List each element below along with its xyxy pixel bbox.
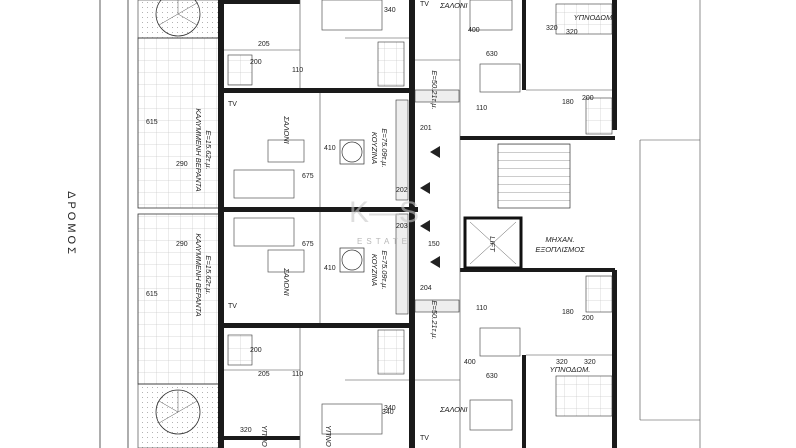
dim-right-bottom-110: 110 — [476, 305, 487, 312]
dim-bottom-675: 675 — [302, 241, 314, 248]
veranda-area-bottom: E=15.62τ.μ. — [204, 255, 213, 294]
tv-right-top: TV — [420, 1, 429, 8]
watermark-brand: K—S — [349, 196, 419, 229]
mech-label-1: ΜΗΧΑΝ. — [545, 235, 574, 244]
living-right-top: ΣΑΛΟΝΙ — [439, 1, 467, 10]
dim-top-675: 675 — [302, 173, 314, 180]
mech-label-2: ΕΞΟΠΛΙΣΜΟΣ — [535, 245, 585, 254]
dim-right-top-180: 180 — [562, 99, 574, 106]
living-label-top: ΣΑΛΟΝΙ — [282, 115, 291, 143]
spiral-stair-top — [155, 0, 201, 37]
dim-right-top-400: 400 — [468, 27, 480, 34]
watermark-sub: ESTATE — [357, 237, 411, 246]
veranda-dim-bottom-a: 290 — [176, 241, 188, 248]
furniture — [233, 0, 521, 435]
tv-right-bottom: TV — [420, 435, 429, 442]
dim-top-200: 200 — [250, 59, 262, 66]
veranda-name-top: ΚΑΛΥΜΜΕΝΗ ΒΕΡΑΝΤΑ — [194, 108, 203, 191]
living-label-bottom: ΣΑΛΟΝΙ — [282, 267, 291, 295]
area-label-top: E=75.09τ.μ. — [380, 128, 389, 167]
kitchen-counters — [395, 89, 460, 315]
dim-right-bottom-200: 200 — [582, 315, 594, 322]
dim-top-202: 202 — [396, 187, 408, 194]
bottom-room-2: ΥΠΝΟ — [324, 425, 333, 447]
veranda-area-top: E=15.62τ.μ. — [204, 130, 213, 169]
dim-bottom-340: 340 — [384, 405, 396, 412]
veranda-dim-bottom-b: 615 — [146, 291, 158, 298]
dim-bottom-200: 200 — [250, 347, 262, 354]
dim-bottom-110: 110 — [292, 371, 303, 378]
veranda-bottom — [137, 213, 223, 448]
corridor-dim: 150 — [428, 241, 440, 248]
spiral-steps — [158, 0, 198, 424]
interior-lines — [224, 0, 701, 448]
dim-top-110: 110 — [292, 67, 303, 74]
dim-top-340: 340 — [384, 7, 396, 14]
dim-right-bottom-320a: 320 — [556, 359, 568, 366]
dim-right-top-200: 200 — [582, 95, 594, 102]
area-label-bottom: E=75.09τ.μ. — [380, 250, 389, 289]
dim-bottom-204: 204 — [420, 285, 432, 292]
dim-top-201: 201 — [420, 125, 432, 132]
dim-bottom-205: 205 — [258, 371, 270, 378]
area-right-bottom: E=50.21τ.μ. — [430, 300, 439, 339]
veranda-top — [137, 0, 223, 209]
bathroom-tiles — [227, 3, 613, 417]
veranda-dim-top-b: 290 — [176, 161, 188, 168]
dim-right-top-320b: 320 — [566, 29, 578, 36]
dim-top-410: 410 — [324, 145, 336, 152]
street-label: ΔΡΟΜΟΣ — [65, 191, 77, 257]
dim-top-205: 205 — [258, 41, 270, 48]
tv-label-bottom: TV — [228, 303, 237, 310]
dim-right-bottom-630: 630 — [486, 373, 498, 380]
kitchen-label-top: ΚΟΥΖΙΝΑ — [370, 132, 379, 164]
lift-label: LIFT — [488, 236, 497, 253]
kitchen-label-bottom: ΚΟΥΖΙΝΑ — [370, 254, 379, 286]
tv-label-top: TV — [228, 101, 237, 108]
dim-right-bottom-320b: 320 — [584, 359, 596, 366]
dining-tables — [339, 139, 365, 273]
dim-right-bottom-180: 180 — [562, 309, 574, 316]
area-right-top: E=50.21τ.μ. — [430, 70, 439, 109]
bottom-room-1: ΥΠΝΟ — [260, 425, 269, 447]
entry-arrows — [420, 146, 440, 268]
dim-right-bottom-400: 400 — [464, 359, 476, 366]
dim-right-top-320a: 320 — [546, 25, 558, 32]
bottom-dim-340: 340 — [382, 409, 394, 416]
bottom-dim-320: 320 — [240, 427, 252, 434]
staircase — [497, 143, 571, 209]
lift-shaft — [463, 216, 523, 270]
living-right-bottom: ΣΑΛΟΝΙ — [439, 405, 467, 414]
bedroom-right-top: ΥΠΝΟΔΩΜ. — [574, 13, 615, 22]
building-walls — [218, 0, 617, 448]
dim-bottom-410: 410 — [324, 265, 336, 272]
dim-right-top-630: 630 — [486, 51, 498, 58]
dim-right-top-110: 110 — [476, 105, 487, 112]
bedroom-right-bottom: ΥΠΝΟΔΩΜ. — [550, 365, 591, 374]
street-edge — [99, 0, 129, 448]
veranda-dim-top-a: 615 — [146, 119, 158, 126]
dim-bottom-203: 203 — [396, 223, 408, 230]
veranda-name-bottom: ΚΑΛΥΜΜΕΝΗ ΒΕΡΑΝΤΑ — [194, 233, 203, 316]
